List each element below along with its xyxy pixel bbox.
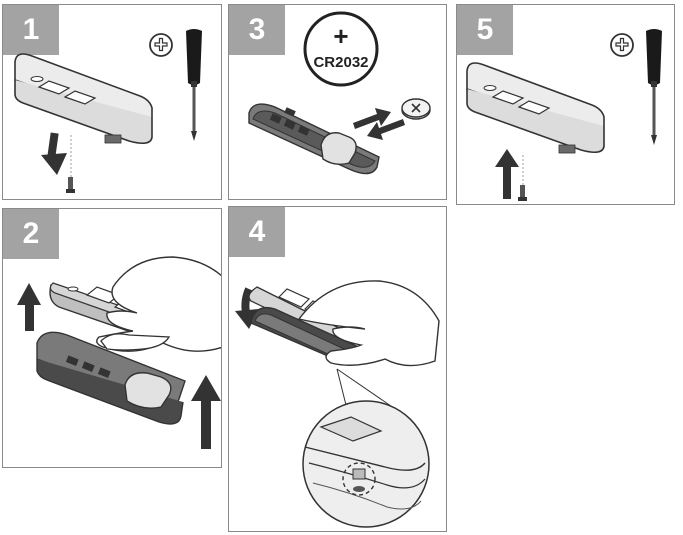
step-4-panel: 4 bbox=[228, 206, 447, 532]
battery-polarity-label: + bbox=[333, 21, 348, 51]
screw-icon bbox=[518, 155, 527, 201]
step-5-panel: 5 bbox=[456, 4, 675, 205]
remote-base-open bbox=[36, 331, 186, 425]
arrow-up-icon bbox=[17, 283, 41, 331]
step-1-illustration bbox=[14, 29, 202, 193]
arrow-insert-remove-icon bbox=[353, 108, 405, 140]
battery-type-label: CR2032 bbox=[313, 54, 368, 71]
remote-control-top bbox=[466, 62, 605, 154]
screwdriver-icon bbox=[646, 29, 662, 145]
step-4-illustration bbox=[235, 280, 440, 528]
hand-icon bbox=[297, 280, 440, 367]
step-3-illustration: + CR2032 bbox=[248, 11, 431, 175]
hand-icon bbox=[96, 256, 221, 352]
thumb-icon bbox=[100, 333, 171, 351]
arrow-curved-down-icon bbox=[235, 287, 259, 329]
arrow-up-icon bbox=[495, 149, 519, 199]
step-2-panel: 2 bbox=[2, 208, 222, 468]
arrow-down-icon bbox=[41, 132, 67, 175]
step-number-badge: 3 bbox=[229, 5, 285, 55]
step-number-badge: 4 bbox=[229, 207, 285, 257]
step-3-panel: 3 + CR2032 bbox=[228, 4, 447, 200]
battery-cr2032-icon bbox=[303, 11, 379, 87]
phillips-screw-icon bbox=[149, 33, 173, 57]
step-number-badge: 5 bbox=[457, 5, 513, 55]
step-number-badge: 1 bbox=[3, 5, 59, 55]
screwdriver-icon bbox=[186, 29, 202, 141]
step-1-panel: 1 bbox=[2, 4, 222, 200]
coin-battery-icon bbox=[401, 98, 431, 120]
step-5-illustration bbox=[466, 29, 662, 201]
step-2-illustration bbox=[17, 256, 221, 449]
phillips-screw-icon bbox=[610, 33, 634, 57]
remote-control-top bbox=[14, 53, 153, 145]
remote-base-open bbox=[248, 103, 380, 175]
zoom-detail-circle bbox=[302, 400, 430, 528]
step-number-badge: 2 bbox=[3, 209, 59, 259]
arrow-up-icon bbox=[191, 375, 221, 449]
screw-icon bbox=[66, 135, 75, 193]
